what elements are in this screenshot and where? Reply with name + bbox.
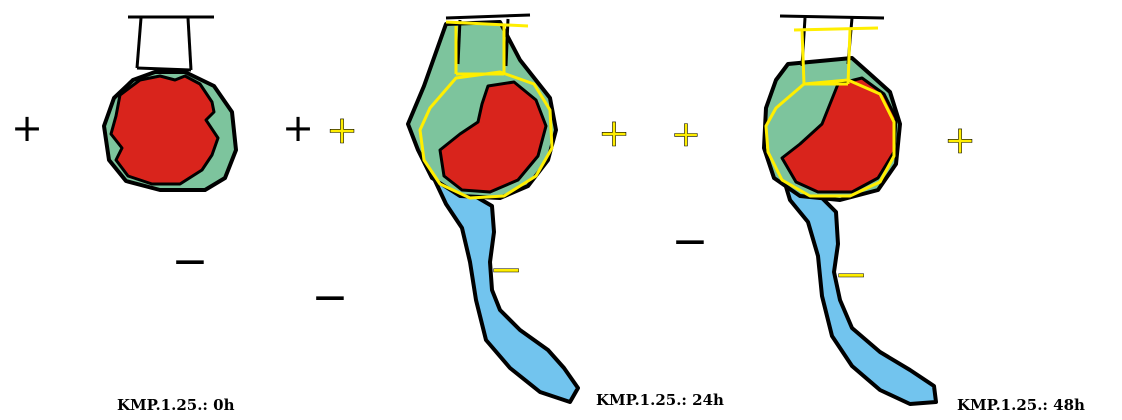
tail-24h — [428, 168, 580, 404]
minus-sign-tail-24h: − — [489, 247, 523, 293]
plus-sign-left-48h: + — [671, 114, 701, 155]
minus-sign-tail-48h: − — [834, 252, 868, 298]
minus-sign-bottom-24h: − — [312, 272, 349, 323]
caption-0h: KMP.1.25.: 0h — [117, 396, 235, 414]
panel-0h: + − + KMP.1.25.: 0h — [11, 15, 314, 414]
caption-24h: KMP.1.25.: 24h — [596, 391, 724, 409]
tail-48h — [782, 178, 938, 406]
minus-sign-bottom-0h: − — [172, 236, 209, 287]
plus-sign-right-24h: + — [598, 111, 630, 155]
pipette-0h — [128, 15, 214, 72]
plus-sign-right-48h: + — [944, 118, 976, 162]
caption-48h: KMP.1.25.: 48h — [957, 396, 1085, 414]
plus-sign-left-24h: + — [326, 108, 358, 152]
panel-48h: + − − + KMP.1.25.: 48h — [671, 14, 1085, 414]
minus-sign-bottom-48h: − — [672, 216, 709, 267]
pipette-24h — [445, 13, 531, 67]
overlay-0h-on-48h — [764, 26, 896, 198]
nucleus-48h — [780, 76, 898, 194]
panel-24h: + − − + KMP.1.25.: 24h — [312, 13, 724, 409]
nucleus-0h — [109, 74, 220, 186]
plus-sign-left-0h: + — [11, 106, 43, 150]
plus-sign-right-0h: + — [282, 106, 314, 150]
overlay-0h-on-24h — [418, 20, 554, 200]
nucleus-24h — [438, 80, 548, 194]
